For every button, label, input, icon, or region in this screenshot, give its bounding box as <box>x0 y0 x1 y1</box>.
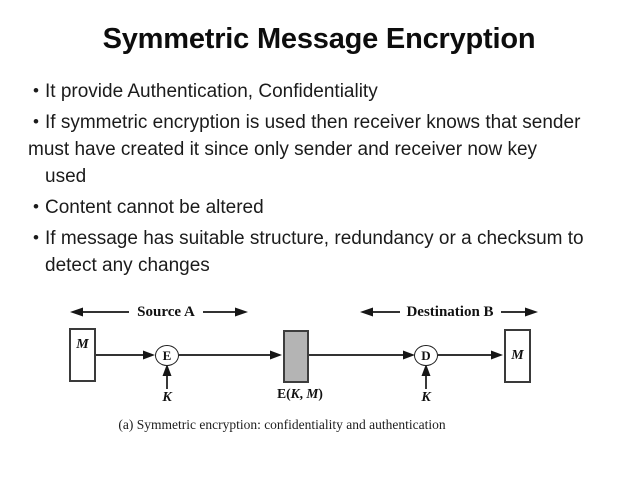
bullet-item-3: • Content cannot be altered <box>33 194 622 221</box>
bullet-marker: • <box>33 112 39 131</box>
bullet-item-4: • If message has suitable structure, red… <box>33 225 622 279</box>
plaintext-box-right: M <box>504 329 531 383</box>
ct-prefix: E( <box>277 386 291 401</box>
arrow-key-to-d-icon <box>421 364 431 389</box>
encrypt-node: E <box>155 345 179 366</box>
arrow-m-to-e-icon <box>96 350 155 360</box>
bullet-item-1: • It provide Authentication, Confidentia… <box>33 78 622 105</box>
bullet-marker: • <box>33 228 39 247</box>
arrow-key-to-e-icon <box>162 364 172 389</box>
arrow-d-to-m-icon <box>438 350 503 360</box>
bullet-marker: • <box>33 81 39 100</box>
bullet-list: • It provide Authentication, Confidentia… <box>28 78 622 279</box>
key-label-left: K <box>162 390 172 405</box>
ct-message: M <box>306 386 319 401</box>
encrypt-symbol: E <box>162 347 172 363</box>
encryption-flow-diagram: Source A Destination B M E D M K K E(K, … <box>0 293 638 478</box>
ct-suffix: ) <box>318 386 323 401</box>
ciphertext-label: E(K, M) <box>277 387 323 401</box>
destination-b-label: Destination B <box>403 304 497 320</box>
key-label-right: K <box>421 390 431 405</box>
bullet-text: If message has suitable structure, redun… <box>45 228 584 249</box>
message-symbol: M <box>76 337 89 352</box>
bullet-text: If symmetric encryption is used then rec… <box>45 112 581 133</box>
bullet-text: Content cannot be altered <box>45 197 264 218</box>
bullet-text: detect any changes <box>45 255 210 276</box>
plaintext-box-left: M <box>69 328 96 382</box>
source-a-label: Source A <box>134 304 198 320</box>
figure-caption: (a) Symmetric encryption: confidentialit… <box>118 417 446 432</box>
arrow-cipher-to-d-icon <box>309 350 415 360</box>
diagram-arrows <box>70 307 538 389</box>
slide-title: Symmetric Message Encryption <box>102 23 536 55</box>
bullet-text: It provide Authentication, Confidentiali… <box>45 81 378 102</box>
bullet-text: used <box>45 166 87 187</box>
bullet-marker: • <box>33 197 39 216</box>
ciphertext-box <box>283 330 309 383</box>
decrypt-symbol: D <box>421 347 431 363</box>
ct-separator: , <box>299 386 307 401</box>
destination-span-arrow-icon <box>360 307 538 317</box>
bullet-text: must have created it since only sender a… <box>28 139 538 160</box>
message-symbol: M <box>511 348 524 363</box>
bullet-item-2: • If symmetric encryption is used then r… <box>28 109 622 190</box>
ct-key: K <box>290 386 300 401</box>
source-span-arrow-icon <box>70 307 248 317</box>
decrypt-node: D <box>414 345 438 366</box>
arrow-e-to-cipher-icon <box>179 350 282 360</box>
